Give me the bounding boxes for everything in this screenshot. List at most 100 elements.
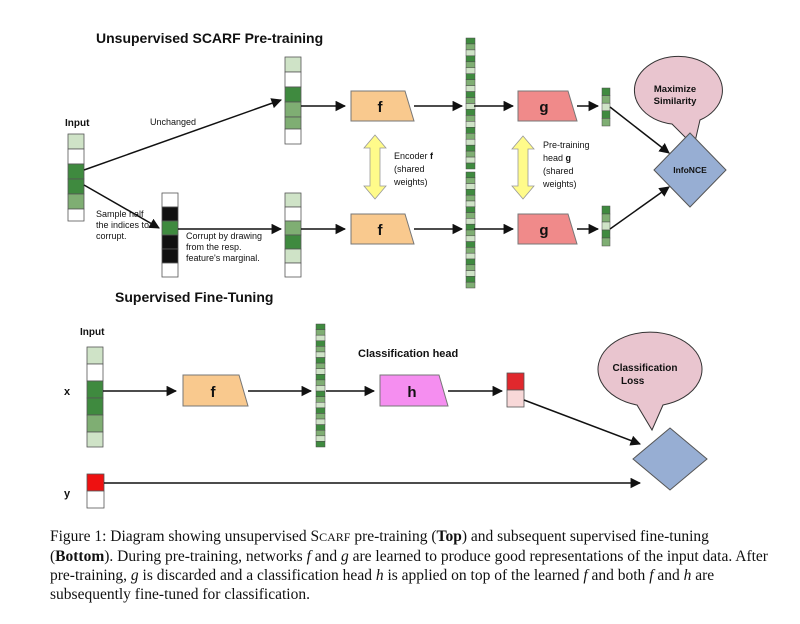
- classification-head-title: Classification head: [358, 348, 458, 360]
- vector-cell: [465, 49, 476, 57]
- vector-cell: [465, 270, 476, 277]
- encoder-shared-label-3: weights): [393, 177, 428, 187]
- caption-text: ). During pre-training, networks: [104, 548, 307, 565]
- vector-cell: [601, 229, 611, 239]
- projection-vector-top: [601, 87, 611, 127]
- label-cell: [86, 473, 105, 492]
- vector-cell: [315, 357, 326, 364]
- vector-cell: [465, 91, 476, 98]
- encoder-shared-label-2: (shared: [394, 164, 425, 174]
- vector-cell: [465, 67, 476, 74]
- figure-caption: Figure 1: Diagram showing unsupervised S…: [50, 527, 772, 604]
- caption-text: and both: [587, 567, 650, 584]
- output-cell: [506, 372, 525, 391]
- vector-cell: [465, 138, 476, 146]
- unchanged-view-vector: [284, 56, 302, 145]
- input-cell: [86, 346, 104, 365]
- unchanged-label: Unchanged: [150, 117, 196, 127]
- vector-cell: [465, 127, 476, 134]
- scarf-diagram: Unsupervised SCARF Pre-training Input Un…: [64, 30, 727, 509]
- vector-cell: [601, 87, 611, 96]
- vector-cell: [465, 223, 476, 231]
- vector-cell: [315, 379, 326, 386]
- vector-cell: [601, 237, 611, 247]
- classification-loss-bubble: [597, 331, 703, 432]
- encoder-shared-label: Encoder f: [394, 151, 434, 161]
- arrow-sample: [83, 184, 160, 229]
- head-g-top: [517, 90, 578, 122]
- view-cell: [284, 71, 302, 88]
- vector-cell: [315, 396, 326, 403]
- figure-label: Figure 1:: [50, 528, 107, 545]
- vector-cell: [601, 221, 611, 231]
- bubble-loss-1: Classification: [612, 363, 677, 374]
- arrow-proj-bottom-to-loss: [609, 186, 670, 230]
- caption-math: f: [649, 567, 654, 584]
- head-g-bottom-label: g: [539, 222, 548, 239]
- vector-cell: [465, 183, 476, 190]
- vector-cell: [465, 79, 476, 86]
- view-cell: [284, 101, 302, 118]
- vector-cell: [465, 55, 476, 63]
- encoder-f-finetune-label: f: [211, 384, 217, 401]
- projection-vector-bottom: [601, 205, 611, 247]
- vector-cell: [465, 200, 476, 208]
- input-cell: [67, 148, 85, 165]
- vector-cell: [465, 37, 476, 45]
- sample-label-2: the indices to: [96, 220, 149, 230]
- vector-cell: [315, 329, 326, 336]
- caption-text: are learned to produce good representati…: [50, 548, 768, 584]
- vector-cell: [465, 61, 476, 69]
- input-cell: [67, 133, 85, 150]
- bubble-maximize-2: Similarity: [654, 96, 697, 107]
- vector-cell: [465, 206, 476, 213]
- vector-cell: [465, 212, 476, 219]
- vector-cell: [465, 252, 476, 260]
- vector-cell: [465, 177, 476, 184]
- vector-cell: [465, 171, 476, 179]
- corrupted-view-vector: [284, 192, 302, 278]
- head-shared-label-2: head g: [543, 153, 571, 163]
- vector-cell: [315, 390, 326, 397]
- encoder-f-top: [350, 90, 415, 122]
- view-cell: [284, 220, 302, 236]
- vector-cell: [315, 368, 326, 375]
- caption-math: g: [130, 567, 139, 584]
- caption-top: Top: [436, 528, 462, 545]
- vector-cell: [465, 247, 476, 254]
- label-cell: [86, 490, 105, 509]
- infonce-loss-node: [653, 132, 727, 208]
- input-cell: [67, 193, 85, 210]
- encoder-f-bottom: [350, 213, 415, 245]
- mask-cell: [161, 234, 179, 250]
- vector-cell: [465, 281, 476, 289]
- representation-vector-finetune: [315, 323, 326, 448]
- vector-cell: [465, 109, 476, 116]
- corrupt-label-1: Corrupt by drawing: [186, 231, 262, 241]
- vector-cell: [465, 276, 476, 283]
- vector-cell: [465, 103, 476, 110]
- view-cell: [284, 248, 302, 264]
- head-g-top-label: g: [539, 99, 548, 116]
- output-cell: [506, 389, 525, 408]
- vector-cell: [465, 150, 476, 158]
- maximize-similarity-bubble: [633, 55, 723, 147]
- mask-cell: [161, 192, 179, 208]
- vector-cell: [465, 258, 476, 266]
- vector-cell: [465, 133, 476, 140]
- corrupt-label-3: feature's marginal.: [186, 253, 260, 263]
- mask-cell: [161, 220, 179, 236]
- prediction-output-vector: [506, 372, 525, 408]
- vector-cell: [465, 43, 476, 51]
- vector-cell: [315, 429, 326, 437]
- infonce-label: InfoNCE: [673, 165, 707, 175]
- vector-cell: [465, 229, 476, 237]
- encoder-f-bottom-label: f: [378, 222, 384, 239]
- vector-cell: [315, 385, 326, 392]
- sample-label-3: corrupt.: [96, 231, 127, 241]
- input-cell: [67, 178, 85, 195]
- vector-cell: [315, 407, 326, 414]
- vector-cell: [601, 205, 611, 215]
- bottom-input-vector: [86, 346, 104, 448]
- mask-cell: [161, 262, 179, 278]
